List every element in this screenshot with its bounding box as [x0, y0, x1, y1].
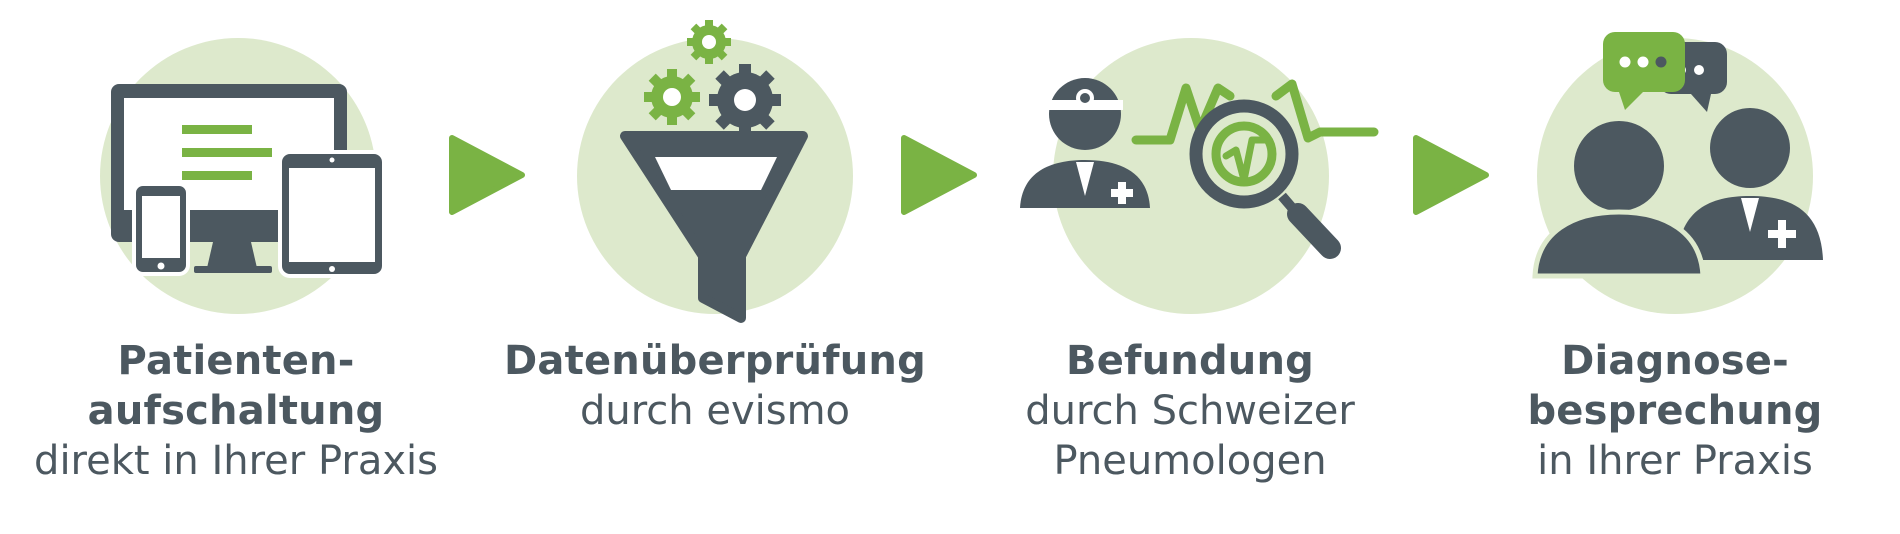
step-diagnosis-discussion: Diagnose- besprechung in Ihrer Praxis	[1455, 0, 1895, 534]
step-subtitle-line: in Ihrer Praxis	[1537, 438, 1813, 484]
consultation-icon	[1532, 32, 1823, 314]
step-title-line: besprechung	[1527, 388, 1823, 434]
step-title-line: Datenüberprüfung	[504, 338, 926, 384]
devices-icon	[100, 38, 386, 314]
step-title-line: Diagnose-	[1561, 338, 1789, 384]
step-subtitle-line: direkt in Ihrer Praxis	[34, 438, 438, 484]
step-title-line: Befundung	[1066, 338, 1314, 384]
arrow-right-icon	[901, 135, 977, 215]
funnel-gears-icon	[577, 20, 853, 323]
arrow-right-icon	[1413, 135, 1489, 215]
step-caption: Befundung durch Schweizer Pneumologen	[970, 336, 1410, 486]
doctor-magnifier-icon	[1020, 38, 1379, 314]
arrow-right-icon	[449, 135, 525, 215]
step-data-review: Datenüberprüfung durch evismo	[495, 0, 935, 534]
step-patient-connection: Patienten- aufschaltung direkt in Ihrer …	[16, 0, 456, 534]
step-subtitle-line: Pneumologen	[1053, 438, 1327, 484]
step-caption: Datenüberprüfung durch evismo	[495, 336, 935, 436]
step-title-line: Patienten-	[117, 338, 355, 384]
step-findings: Befundung durch Schweizer Pneumologen	[970, 0, 1410, 534]
step-subtitle-line: durch evismo	[579, 388, 851, 434]
step-subtitle-line: durch Schweizer	[1025, 388, 1355, 434]
step-caption: Patienten- aufschaltung direkt in Ihrer …	[16, 336, 456, 486]
step-caption: Diagnose- besprechung in Ihrer Praxis	[1455, 336, 1895, 486]
step-title-line: aufschaltung	[87, 388, 385, 434]
